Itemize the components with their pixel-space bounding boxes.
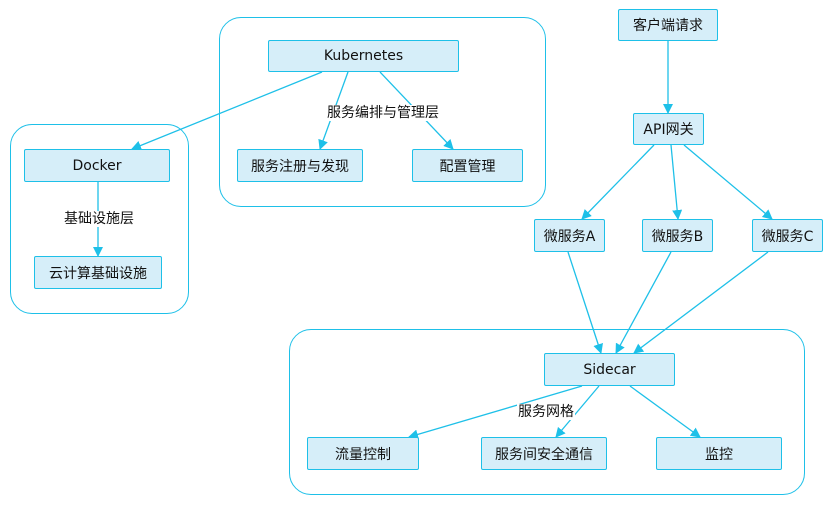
orchestration-layer-label: 服务编排与管理层 (326, 105, 440, 121)
arrow-gateway-to-service-a (581, 144, 655, 220)
infrastructure-layer-label: 基础设施层 (63, 211, 135, 227)
infrastructure-group (10, 124, 189, 314)
node-microservice-b: 微服务B (642, 219, 713, 252)
node-sidecar: Sidecar (544, 353, 675, 386)
node-secure-communication: 服务间安全通信 (481, 437, 607, 470)
node-cloud-infrastructure: 云计算基础设施 (34, 256, 162, 289)
node-kubernetes: Kubernetes (268, 40, 459, 72)
service-mesh-label: 服务网格 (517, 404, 575, 420)
node-microservice-c: 微服务C (752, 219, 823, 252)
arrow-gateway-to-service-b (670, 144, 683, 220)
node-docker: Docker (24, 149, 170, 182)
node-microservice-a: 微服务A (534, 219, 605, 252)
node-service-discovery: 服务注册与发现 (237, 149, 363, 182)
service-mesh-group (289, 329, 805, 495)
node-client-request: 客户端请求 (618, 9, 718, 41)
node-traffic-control: 流量控制 (307, 437, 419, 470)
node-config-management: 配置管理 (412, 149, 523, 182)
arrow-gateway-to-service-c (683, 144, 773, 220)
node-monitoring: 监控 (656, 437, 782, 470)
node-api-gateway: API网关 (633, 113, 704, 145)
